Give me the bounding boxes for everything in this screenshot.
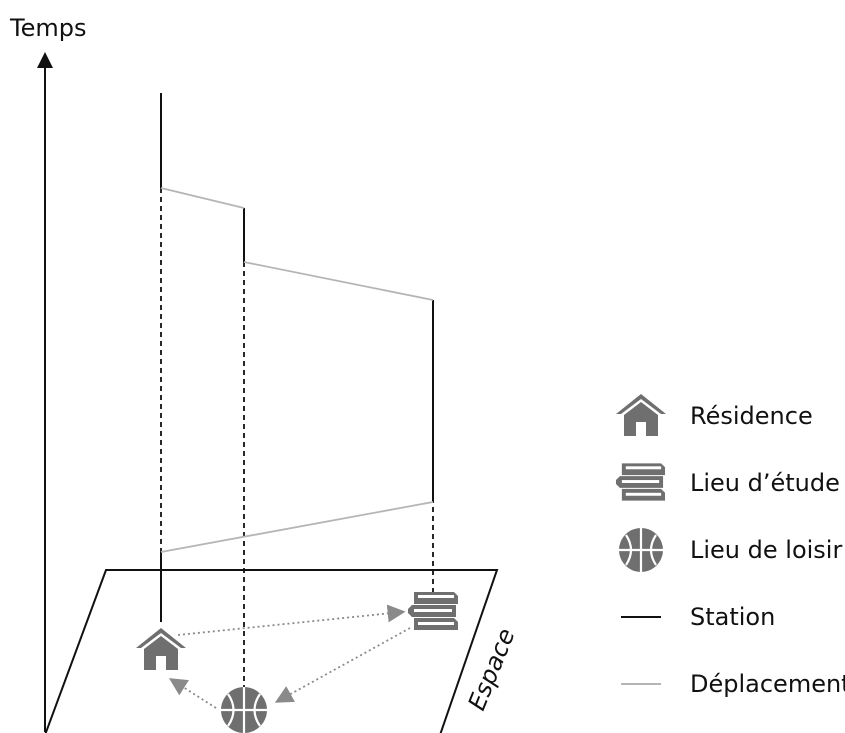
time-axis-label: Temps bbox=[9, 14, 86, 42]
time-axis-arrowhead bbox=[37, 52, 53, 68]
legend-item-station: Station bbox=[605, 586, 840, 653]
plane-trajectory bbox=[168, 604, 411, 709]
movement-study-to-residence bbox=[160, 501, 434, 553]
basketball-icon bbox=[221, 687, 267, 733]
movement-line-swatch bbox=[605, 659, 677, 709]
legend-label-study: Lieu d’étude bbox=[690, 469, 840, 497]
movement-lines bbox=[160, 187, 434, 553]
legend-label-leisure: Lieu de loisir bbox=[690, 536, 843, 564]
house-icon bbox=[605, 391, 677, 441]
arrow-leisure-to-residence bbox=[168, 678, 217, 709]
station-lines bbox=[160, 93, 434, 622]
legend-label-station: Station bbox=[690, 603, 776, 631]
house-icon bbox=[136, 628, 186, 670]
books-icon bbox=[408, 592, 458, 630]
arrow-study-to-leisure bbox=[274, 627, 411, 703]
basketball-icon bbox=[605, 525, 677, 575]
arrow-residence-to-study bbox=[177, 604, 406, 636]
legend-item-leisure: Lieu de loisir bbox=[605, 519, 843, 586]
legend-item-residence: Résidence bbox=[605, 385, 840, 452]
legend-item-movement: Déplacement bbox=[605, 653, 845, 720]
legend-label-residence: Résidence bbox=[690, 402, 813, 430]
space-axis-label: Espace bbox=[463, 624, 521, 714]
movement-residence-to-leisure bbox=[160, 187, 245, 209]
legend-label-movement: Déplacement bbox=[690, 670, 845, 698]
legend: Résidence Lieu d’étude bbox=[605, 385, 845, 720]
dashed-projections bbox=[160, 188, 434, 690]
books-icon bbox=[605, 458, 677, 508]
movement-leisure-to-study bbox=[243, 261, 434, 301]
space-plane bbox=[44, 569, 499, 733]
time-axis: Temps bbox=[9, 14, 86, 732]
station-line-swatch bbox=[605, 592, 677, 642]
legend-item-study: Lieu d’étude bbox=[605, 452, 840, 519]
